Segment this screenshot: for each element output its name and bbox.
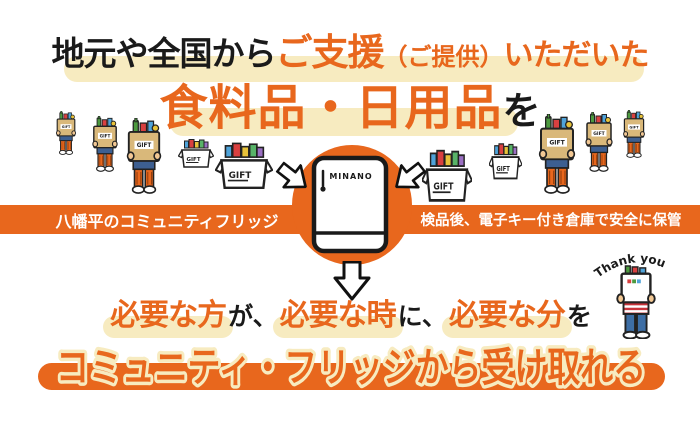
headline-paren-text: （ご提供） bbox=[383, 43, 504, 71]
donor-person-illustration bbox=[55, 111, 77, 155]
arrow-in-right-icon bbox=[395, 161, 427, 189]
need-amount-particle: を bbox=[566, 302, 592, 331]
right-band: 検品後、電子キー付き倉庫で安全に保管 bbox=[402, 205, 700, 234]
subheadline-highlight-band bbox=[170, 108, 518, 136]
gift-box-illustration bbox=[178, 138, 214, 168]
receive-banner: コミュニティ・フリッジから受け取れる bbox=[38, 342, 665, 394]
right-band-label: 検品後、電子キー付き倉庫で安全に保管 bbox=[420, 213, 682, 229]
need-who: 必要な方 bbox=[110, 298, 227, 333]
gift-box-illustration bbox=[489, 142, 522, 180]
arrow-in-left-icon bbox=[275, 161, 307, 189]
gift-box-illustration bbox=[215, 142, 273, 189]
need-when-particle: に、 bbox=[397, 302, 447, 331]
fridge-label: MINANO bbox=[329, 172, 372, 181]
goods-text: 食料品・日用品 bbox=[159, 80, 503, 136]
headline-highlight-band bbox=[64, 56, 644, 82]
arrow-down-icon bbox=[333, 261, 371, 301]
receive-text: コミュニティ・フリッジから受け取れる bbox=[56, 345, 646, 391]
headline-black-text: 地元や全国から bbox=[51, 34, 277, 73]
need-line: 必要な方が、必要な時に、必要な分を bbox=[0, 299, 700, 332]
headline-hand-text: いただいた bbox=[503, 38, 650, 73]
recipient-person-illustration bbox=[616, 265, 656, 339]
donor-person-illustration bbox=[585, 112, 613, 172]
receive-band bbox=[38, 363, 665, 390]
fridge-icon: MINANO bbox=[311, 155, 389, 254]
donor-person-illustration bbox=[622, 110, 646, 158]
headline-orange-text: ご支援 bbox=[275, 31, 385, 74]
headline-line1: 地元や全国からご支援（ご提供）いただいた bbox=[0, 31, 700, 74]
donor-person-illustration bbox=[92, 116, 118, 172]
need-amount: 必要な分 bbox=[448, 298, 566, 333]
goods-particle: を bbox=[502, 89, 541, 133]
need-who-particle: が、 bbox=[228, 302, 278, 331]
need-when: 必要な時 bbox=[279, 298, 397, 333]
donor-person-illustration bbox=[126, 118, 162, 194]
left-band-label: 八幡平のコミュニティフリッジ bbox=[55, 211, 279, 231]
headline-line2: 食料品・日用品を bbox=[0, 82, 700, 135]
left-band: 八幡平のコミュニティフリッジ bbox=[0, 205, 300, 234]
donor-person-illustration bbox=[538, 114, 576, 194]
